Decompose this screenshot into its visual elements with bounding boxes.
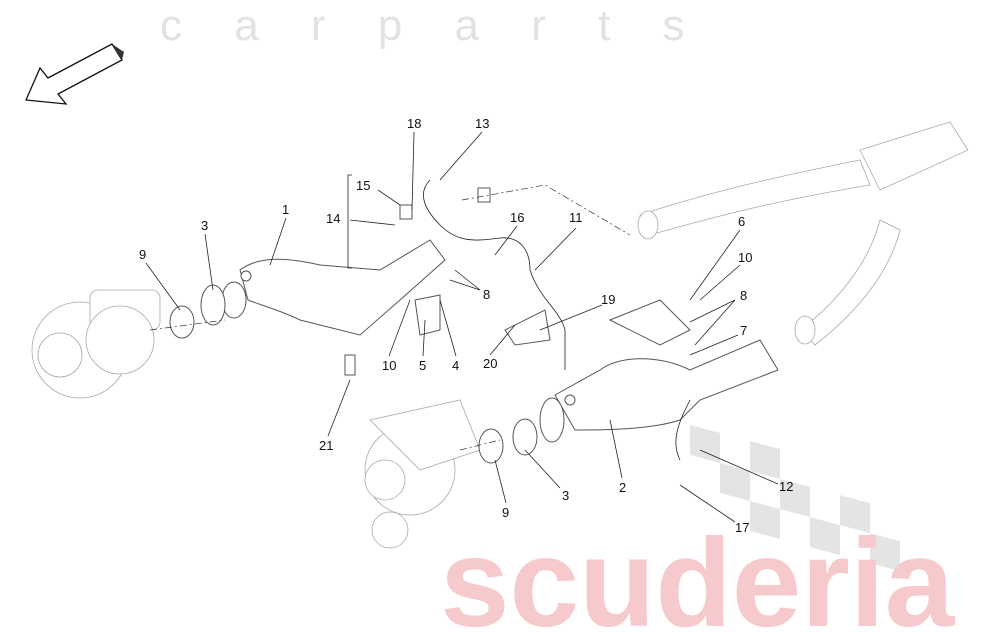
watermark-sub: c a r p a r t s [160,1,705,50]
checkered-flag-watermark [690,424,900,572]
turbocharger-left [31,289,161,399]
oxygen-sensor-wiring [344,179,691,461]
callout-13: 13 [475,116,489,131]
callout-16: 16 [510,210,524,225]
callout-20: 20 [483,356,497,371]
callout-3-right: 3 [562,488,569,503]
turbocharger-right [364,399,481,549]
callout-5: 5 [419,358,426,373]
arrow-down-left-icon [25,43,124,105]
catalytic-converter-right [478,339,779,464]
rear-exhaust-ghost [637,121,969,346]
callout-11: 11 [569,210,583,225]
callout-8-right: 8 [740,288,747,303]
callout-21: 21 [319,438,333,453]
callout-4: 4 [452,358,459,373]
callout-9-left: 9 [139,247,146,262]
callout-17: 17 [735,520,749,535]
callout-6: 6 [738,214,745,229]
bracket-14 [347,174,352,269]
callout-1: 1 [282,202,289,217]
callout-9-right: 9 [502,505,509,520]
callout-12: 12 [779,479,793,494]
callout-10-right: 10 [738,250,752,265]
callout-19: 19 [601,292,615,307]
callout-14: 14 [326,211,340,226]
callout-10-left: 10 [382,358,396,373]
catalytic-converter-left [169,239,446,339]
watermark: scuderia c a r p a r t s [160,1,956,632]
leader-lines [145,131,779,523]
callout-labels: 18 13 15 14 16 11 6 10 8 8 7 1 3 9 19 20… [139,116,793,535]
callout-7: 7 [740,323,747,338]
callout-15: 15 [356,178,370,193]
callout-18: 18 [407,116,421,131]
callout-3-left: 3 [201,218,208,233]
watermark-brand: scuderia [440,514,956,632]
callout-8-left: 8 [483,287,490,302]
callout-2: 2 [619,480,626,495]
